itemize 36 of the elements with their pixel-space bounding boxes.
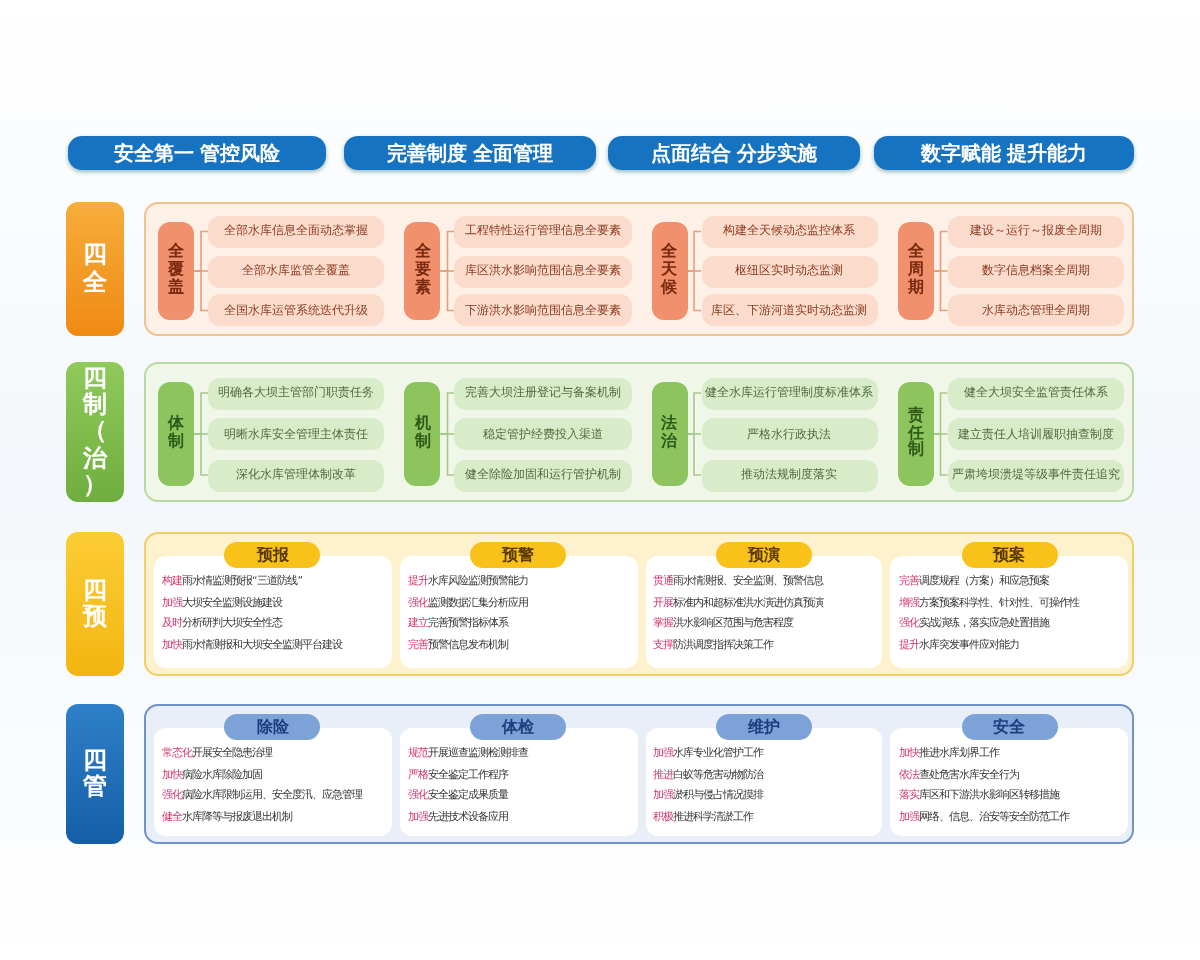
category-pill: 全覆盖 xyxy=(158,222,194,320)
category-pill: 全周期 xyxy=(897,222,934,320)
connector-line xyxy=(932,270,949,312)
heading-pill: 体检 xyxy=(470,714,567,740)
banner-pill: 数字赋能 提升能力 xyxy=(874,136,1134,170)
banner-pill: 安全第一 管控风险 xyxy=(68,136,326,170)
heading-pill: 除险 xyxy=(224,714,321,740)
category-pill: 法治 xyxy=(651,382,687,486)
heading-pill: 预警 xyxy=(470,542,567,568)
banner-pill: 完善制度 全面管理 xyxy=(344,136,596,170)
connector-line xyxy=(193,270,209,312)
category-pill: 全天候 xyxy=(651,222,687,320)
panel-background xyxy=(144,704,1134,844)
panel-background xyxy=(144,362,1134,502)
connector-line xyxy=(686,433,702,476)
heading-pill: 预报 xyxy=(224,542,321,568)
heading-pill: 安全 xyxy=(961,714,1058,740)
row-label-box: 四制（治） xyxy=(66,362,124,502)
row-label-box: 四全 xyxy=(66,202,124,336)
heading-pill: 维护 xyxy=(715,714,812,740)
heading-pill: 预案 xyxy=(961,542,1058,568)
row-label-box: 四预 xyxy=(66,532,124,676)
panel-background xyxy=(144,202,1134,336)
connector-line xyxy=(439,270,456,312)
category-pill: 全要素 xyxy=(404,222,441,320)
panel-background xyxy=(144,532,1134,676)
connector-line xyxy=(686,270,702,312)
banner-pill: 点面结合 分步实施 xyxy=(608,136,860,170)
category-pill: 机制 xyxy=(404,382,441,486)
connector-line xyxy=(193,433,209,476)
heading-pill: 预演 xyxy=(715,542,812,568)
category-pill: 体制 xyxy=(158,382,194,486)
connector-line xyxy=(932,433,949,476)
row-label-box: 四管 xyxy=(66,704,124,844)
connector-line xyxy=(439,433,456,476)
category-pill: 责任制 xyxy=(897,382,934,486)
